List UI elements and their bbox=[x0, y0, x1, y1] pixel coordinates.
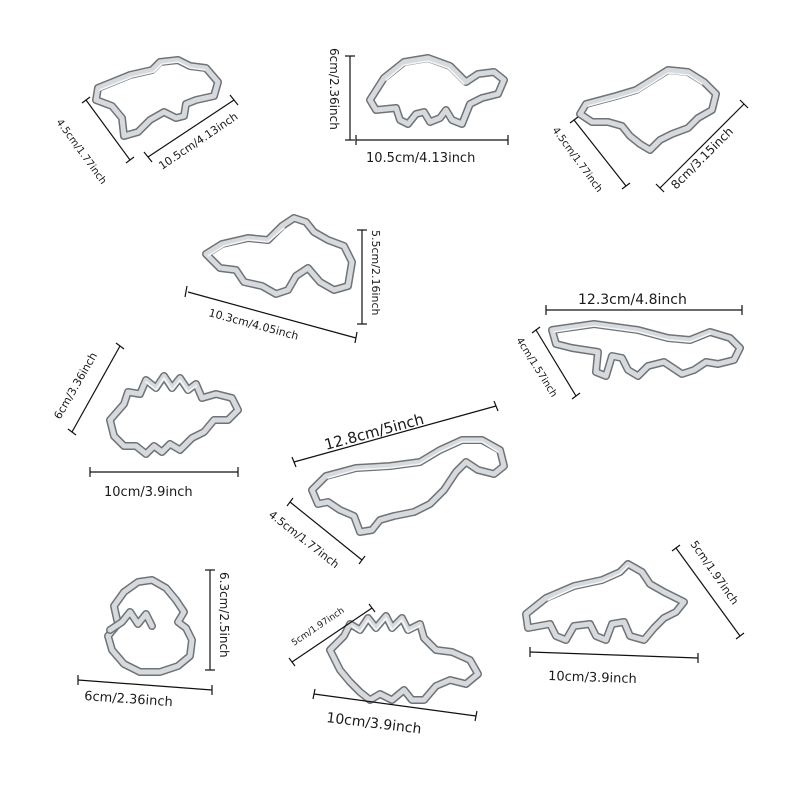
dimension-c7-width: 12.8cm/5inch bbox=[291, 400, 499, 468]
c4-width-label: 10.3cm/4.05inch bbox=[207, 306, 300, 343]
c10-height-label: 5cm/1.97inch bbox=[688, 538, 742, 607]
dimension-c2-width: 10.5cm/4.13inch bbox=[355, 135, 509, 166]
cutter-long-neck-dinosaur bbox=[576, 66, 720, 154]
cutter-t-rex bbox=[548, 320, 744, 380]
c6-height-label: 6cm/3.36inch bbox=[51, 350, 100, 421]
cutter-stegosaurus-round bbox=[106, 372, 242, 458]
dimension-c8-width: 6cm/2.36inch bbox=[77, 675, 213, 710]
c7-height-label: 4.5cm/1.77inch bbox=[266, 508, 341, 571]
c6-width-label: 10cm/3.9inch bbox=[104, 485, 193, 500]
c10-width-label: 10cm/3.9inch bbox=[548, 669, 637, 687]
dimension-c10-height: 5cm/1.97inch bbox=[671, 538, 745, 640]
dimension-c6-width: 10cm/3.9inch bbox=[89, 467, 239, 500]
c9-width-label: 10cm/3.9inch bbox=[326, 710, 423, 738]
c8-width-label: 6cm/2.36inch bbox=[84, 689, 173, 710]
dimension-c10-width: 10cm/3.9inch bbox=[529, 647, 699, 687]
cutter-brachiosaurus bbox=[308, 436, 508, 536]
cutter-triceratops bbox=[522, 560, 688, 644]
c5-height-label: 4cm/1.57inch bbox=[513, 336, 558, 400]
dimension-c2-height: 6cm/2.36inch bbox=[327, 48, 355, 141]
cutter-stegosaurus bbox=[326, 612, 482, 704]
dimension-c5-height: 4cm/1.57inch bbox=[513, 326, 581, 400]
c2-height-label: 6cm/2.36inch bbox=[327, 48, 341, 130]
cutter-turtle bbox=[366, 54, 508, 128]
cutter-dinosaur-egg bbox=[104, 576, 196, 676]
dimension-c7-height: 4.5cm/1.77inch bbox=[266, 497, 366, 571]
dimension-c5-width: 12.3cm/4.8inch bbox=[545, 292, 743, 315]
c4-height-label: 5.5cm/2.16inch bbox=[369, 230, 382, 316]
c3-height-label: 4.5cm/1.77inch bbox=[550, 125, 605, 194]
c8-height-label: 6.3cm/2.5inch bbox=[217, 572, 231, 658]
cutter-pterodactyl bbox=[202, 214, 356, 298]
dimension-c1-width: 10.5cm/4.13inch bbox=[143, 94, 240, 173]
dimension-c8-height: 6.3cm/2.5inch bbox=[205, 569, 231, 671]
cutter-t-rex-head bbox=[92, 56, 222, 140]
c1-width-label: 10.5cm/4.13inch bbox=[156, 110, 240, 173]
dimension-c1-height: 4.5cm/1.77inch bbox=[54, 96, 135, 187]
c7-width-label: 12.8cm/5inch bbox=[322, 410, 425, 454]
c1-height-label: 4.5cm/1.77inch bbox=[54, 117, 109, 186]
dimension-c4-height: 5.5cm/2.16inch bbox=[357, 229, 382, 325]
c2-width-label: 10.5cm/4.13inch bbox=[366, 151, 475, 166]
c5-width-label: 12.3cm/4.8inch bbox=[578, 292, 687, 308]
